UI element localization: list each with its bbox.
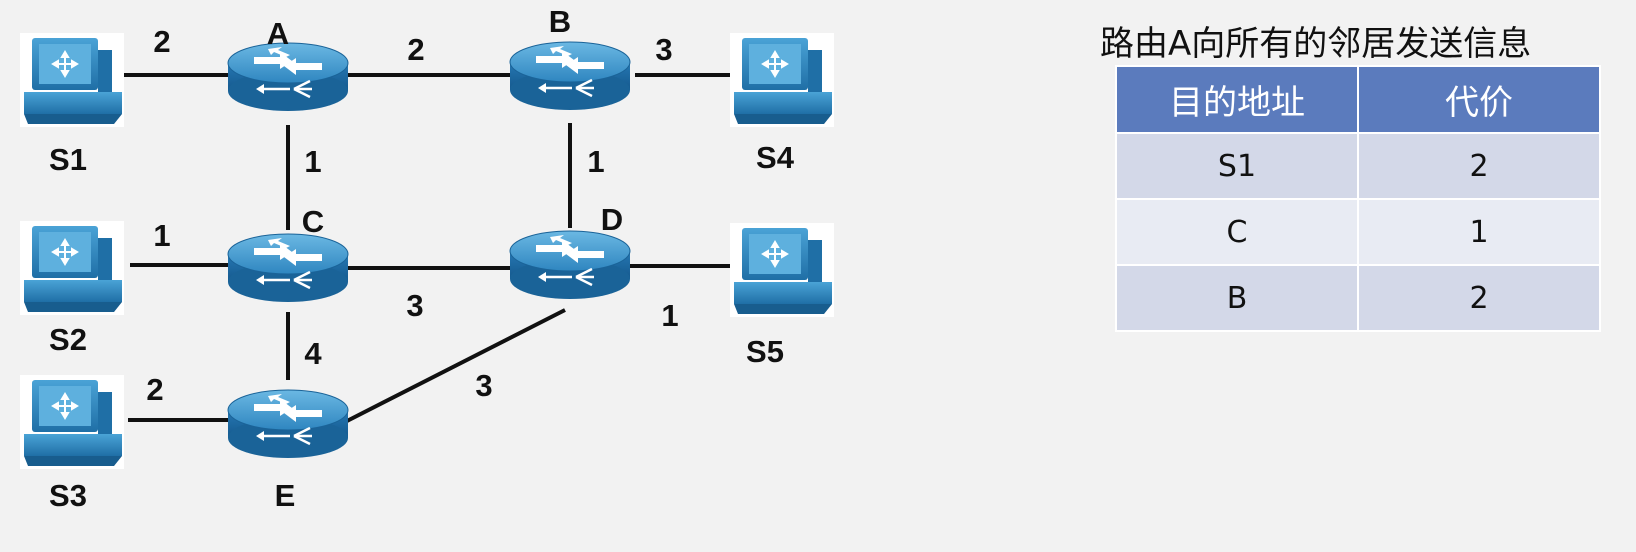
- cost-e-d: 3: [475, 368, 492, 403]
- network-topology-diagram: A B C D E S1 S2 S3 S4 S5 2 2 3 1 1 1 3 1…: [19, 4, 835, 513]
- router-icon: [226, 232, 350, 304]
- cost-s2-c: 1: [153, 218, 170, 253]
- workstation-icon: [729, 32, 835, 128]
- cost-a-b: 2: [407, 32, 424, 67]
- host-label-s1: S1: [49, 142, 87, 177]
- workstation-icon: [19, 32, 125, 128]
- cost-c-d: 3: [406, 288, 423, 323]
- host-label-s4: S4: [756, 140, 795, 175]
- table-row: B 2: [1115, 264, 1601, 332]
- router-label-b: B: [549, 4, 571, 39]
- router-icon: [508, 40, 632, 112]
- cost-a-c: 1: [304, 144, 321, 179]
- row-cost: 2: [1357, 132, 1601, 200]
- router-label-e: E: [275, 478, 296, 513]
- cost-b-s4: 3: [655, 32, 672, 67]
- column-header-destination: 目的地址: [1115, 65, 1359, 134]
- cost-b-d: 1: [587, 144, 604, 179]
- row-destination: S1: [1115, 132, 1359, 200]
- network-links: [120, 73, 750, 424]
- router-label-d: D: [601, 202, 623, 237]
- cost-s3-e: 2: [146, 372, 163, 407]
- cost-c-e: 4: [304, 336, 322, 371]
- workstation-icon: [19, 374, 125, 470]
- row-cost: 2: [1357, 264, 1601, 332]
- row-cost: 1: [1357, 198, 1601, 266]
- router-label-c: C: [302, 204, 324, 239]
- table-row: S1 2: [1115, 132, 1601, 200]
- routing-table: 目的地址 代价 S1 2 C 1 B 2: [1115, 65, 1601, 332]
- table-header-row: 目的地址 代价: [1115, 65, 1601, 134]
- cost-d-s5: 1: [661, 298, 678, 333]
- router-icon: [226, 388, 350, 460]
- workstation-icon: [19, 220, 125, 316]
- router-icon: [508, 229, 632, 301]
- table-caption: 路由A向所有的邻居发送信息: [1100, 24, 1532, 64]
- column-header-cost: 代价: [1357, 65, 1601, 134]
- cost-s1-a: 2: [153, 24, 170, 59]
- host-label-s2: S2: [49, 322, 87, 357]
- row-destination: B: [1115, 264, 1359, 332]
- table-row: C 1: [1115, 198, 1601, 266]
- row-destination: C: [1115, 198, 1359, 266]
- router-icon: [226, 41, 350, 113]
- link-e-d: [344, 308, 566, 424]
- workstation-icon: [729, 222, 835, 318]
- router-label-a: A: [267, 16, 289, 51]
- host-label-s5: S5: [746, 334, 784, 369]
- host-label-s3: S3: [49, 478, 87, 513]
